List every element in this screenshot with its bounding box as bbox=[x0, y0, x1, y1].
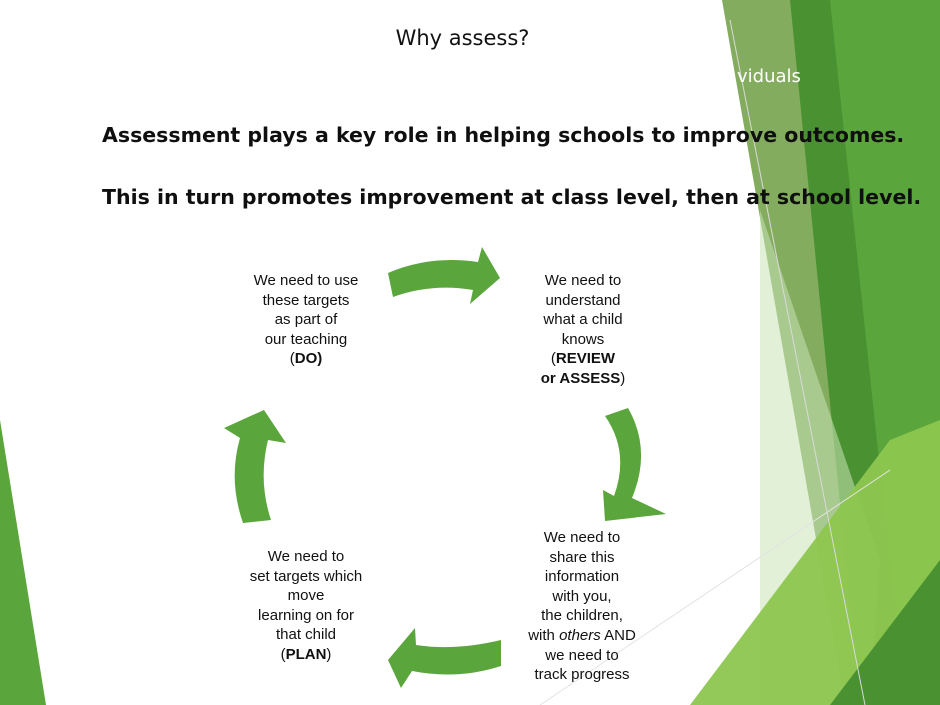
plan-line-5: that child bbox=[275, 626, 337, 644]
share-with: with bbox=[528, 626, 560, 644]
statement-assessment-role: Assessment plays a key role in helping s… bbox=[102, 123, 905, 147]
arrow-top-icon bbox=[388, 247, 500, 304]
review-keyword-1: REVIEW bbox=[555, 350, 616, 368]
review-open-paren: ( bbox=[550, 350, 556, 368]
do-line-4: our teaching bbox=[264, 330, 348, 348]
share-others: others bbox=[559, 626, 601, 644]
do-line-3: as part of bbox=[274, 311, 338, 329]
review-line-4: knows bbox=[561, 330, 605, 348]
share-line-5: the children, bbox=[541, 607, 623, 625]
cycle-node-plan: We need to set targets which move learni… bbox=[236, 547, 376, 665]
review-keyword-2: or ASSESS bbox=[540, 369, 621, 387]
share-line-1: We need to bbox=[543, 529, 621, 546]
review-line-5: (REVIEW bbox=[518, 349, 648, 369]
share-line-6: with others AND bbox=[512, 626, 652, 646]
arrow-left-icon bbox=[224, 410, 286, 523]
review-line-6: or ASSESS) bbox=[518, 369, 648, 389]
share-line-2: share this bbox=[549, 548, 615, 566]
review-line-2: understand bbox=[545, 291, 621, 309]
do-open-paren: ( bbox=[289, 350, 295, 368]
plan-open-paren: ( bbox=[280, 645, 286, 663]
review-close-paren: ) bbox=[620, 369, 626, 387]
plan-line-3: move bbox=[287, 587, 325, 605]
statement-improvement: This in turn promotes improvement at cla… bbox=[102, 185, 922, 209]
share-line-4: with you, bbox=[552, 587, 612, 605]
do-line-1: We need to use bbox=[253, 272, 359, 289]
cycle-node-share: We need to share this information with y… bbox=[512, 528, 652, 685]
cycle-node-do: We need to use these targets as part of … bbox=[236, 271, 376, 369]
left-panel bbox=[0, 420, 46, 705]
review-line-1: We need to bbox=[544, 272, 622, 289]
light-panel bbox=[690, 420, 940, 705]
share-line-3: information bbox=[544, 568, 620, 586]
thin-line-2 bbox=[539, 469, 891, 705]
do-keyword: DO) bbox=[294, 350, 323, 368]
cycle-node-review: We need to understand what a child knows… bbox=[518, 271, 648, 389]
review-line-3: what a child bbox=[543, 311, 623, 329]
plan-line-1: We need to bbox=[267, 548, 345, 565]
share-line-7: we need to bbox=[545, 646, 619, 664]
do-line-5: (DO) bbox=[236, 349, 376, 369]
arrow-bottom-icon bbox=[388, 628, 501, 688]
plan-close-paren: ) bbox=[326, 645, 332, 663]
slide-title: Why assess? bbox=[395, 26, 530, 50]
plan-line-2: set targets which bbox=[249, 567, 363, 585]
plan-line-6: (PLAN) bbox=[236, 645, 376, 665]
partial-hidden-text: viduals bbox=[737, 66, 801, 87]
plan-line-4: learning on for bbox=[258, 606, 354, 624]
plan-keyword: PLAN bbox=[285, 645, 327, 663]
do-line-2: these targets bbox=[262, 291, 350, 309]
share-line-8: track progress bbox=[534, 666, 630, 684]
arrow-right-icon bbox=[603, 408, 666, 521]
thin-line-1 bbox=[729, 19, 866, 705]
share-and: AND bbox=[600, 626, 636, 644]
